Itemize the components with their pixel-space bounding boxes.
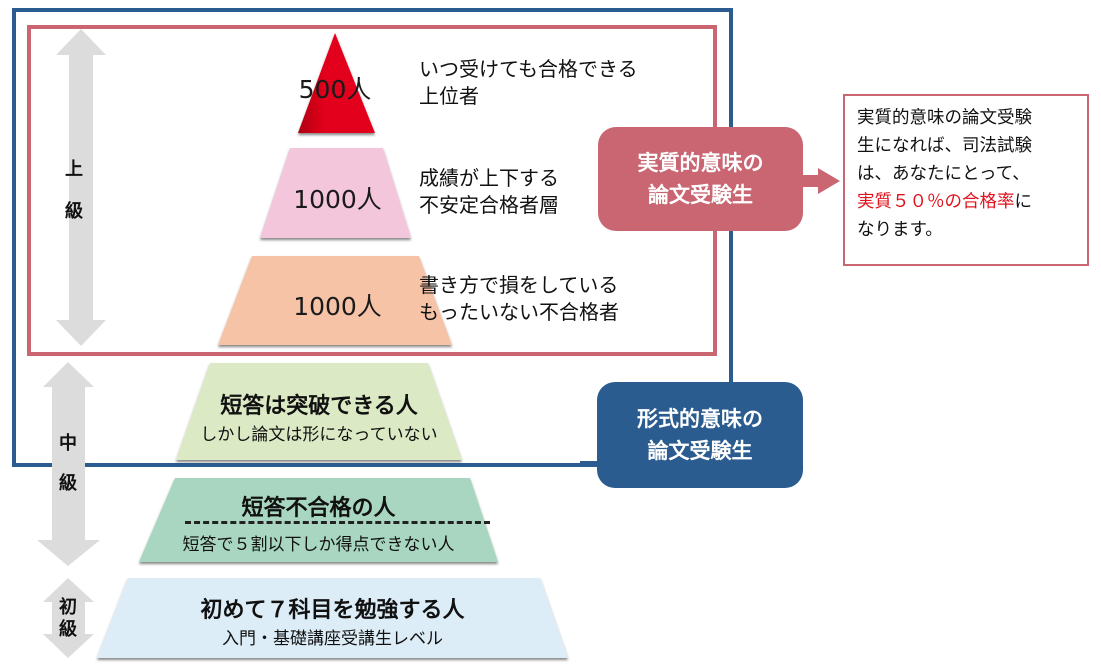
tier-short-answer-fail-divider <box>185 521 490 524</box>
tier-wasteful-shape <box>218 256 452 345</box>
tier-unstable-description-line2: 不安定合格者層 <box>419 193 559 217</box>
tier-unstable-description-line1: 成績が上下する <box>419 166 559 190</box>
pass-rate-note: 実質的意味の論文受験 生になれば、司法試験 は、あなたにとって、 実質５０％の合… <box>843 94 1089 266</box>
tier-top-description-line2: 上位者 <box>419 84 479 108</box>
advanced-level-arrow <box>56 29 106 346</box>
note-line3: は、あなたにとって、 <box>857 164 1030 184</box>
tier-top-description-line1: いつ受けても合格できる <box>419 57 638 81</box>
tier-beginner-shape <box>97 578 568 658</box>
level-beginner-char-1: 初 <box>59 597 77 618</box>
tier-short-answer-pass-subtitle: しかし論文は形になっていない <box>200 425 438 445</box>
note-line4: 実質５０％の合格率に <box>857 188 1075 216</box>
tier-short-answer-fail-shape <box>139 478 498 562</box>
formal-callout-line2: 論文受験生 <box>647 439 753 463</box>
tier-unstable-count: 1000人 <box>293 185 382 214</box>
level-advanced-char-2: 級 <box>65 201 83 222</box>
tier-short-answer-fail-text: 短答不合格の人 <box>139 490 498 522</box>
callout-to-note-arrow <box>803 168 840 194</box>
tier-short-answer-pass-title: 短答は突破できる人 <box>220 394 418 419</box>
tier-short-answer-pass-shape <box>176 363 462 460</box>
tier-wasteful-count: 1000人 <box>293 292 382 321</box>
tier-wasteful-description-line1: 書き方で損をしている <box>419 273 619 297</box>
formal-examinee-callout: 形式的意味の 論文受験生 <box>597 382 803 488</box>
tier-wasteful-description: 書き方で損をしている もったいない不合格者 <box>419 272 619 326</box>
tier-short-answer-fail-subtext: 短答で５割以下しか得点できない人 <box>139 530 498 555</box>
tier-top-description: いつ受けても合格できる 上位者 <box>419 56 638 110</box>
note-line2: 生になれば、司法試験 <box>857 136 1032 156</box>
substantive-callout-line1: 実質的意味の <box>637 151 764 175</box>
tier-beginner-text: 初めて７科目を勉強する人 入門・基礎講座受講生レベル <box>97 592 568 649</box>
pass-rate-highlight: 実質５０％の合格率 <box>857 192 1015 212</box>
formal-callout-line1: 形式的意味の <box>637 407 763 431</box>
tier-unstable-shape <box>260 148 411 238</box>
substantive-examinee-callout: 実質的意味の 論文受験生 <box>598 127 803 231</box>
beginner-level-arrow <box>43 578 94 658</box>
tier-beginner-subtitle: 入門・基礎講座受講生レベル <box>222 629 443 649</box>
tier-top-count: 500人 <box>298 75 372 104</box>
formal-examinee-frame <box>12 8 733 467</box>
intermediate-level-arrow <box>37 362 100 566</box>
tier-top-shape <box>298 33 375 133</box>
note-line1: 実質的意味の論文受験 <box>857 108 1032 128</box>
level-advanced-char-1: 上 <box>65 159 83 180</box>
note-line4-rest: に <box>1014 192 1033 212</box>
substantive-callout-line2: 論文受験生 <box>648 183 753 207</box>
tier-short-answer-fail-title: 短答不合格の人 <box>241 496 396 521</box>
tier-unstable-description: 成績が上下する 不安定合格者層 <box>419 165 559 219</box>
level-intermediate-char-2: 級 <box>59 473 77 494</box>
tier-short-answer-fail-subtitle: 短答で５割以下しか得点できない人 <box>182 535 455 555</box>
level-beginner-char-2: 級 <box>59 619 77 640</box>
tier-beginner-title: 初めて７科目を勉強する人 <box>200 598 465 623</box>
level-intermediate-char-1: 中 <box>59 433 77 454</box>
tier-wasteful-description-line2: もったいない不合格者 <box>419 300 619 324</box>
note-line5: なります。 <box>857 220 943 240</box>
tier-short-answer-pass-text: 短答は突破できる人 しかし論文は形になっていない <box>176 388 462 445</box>
